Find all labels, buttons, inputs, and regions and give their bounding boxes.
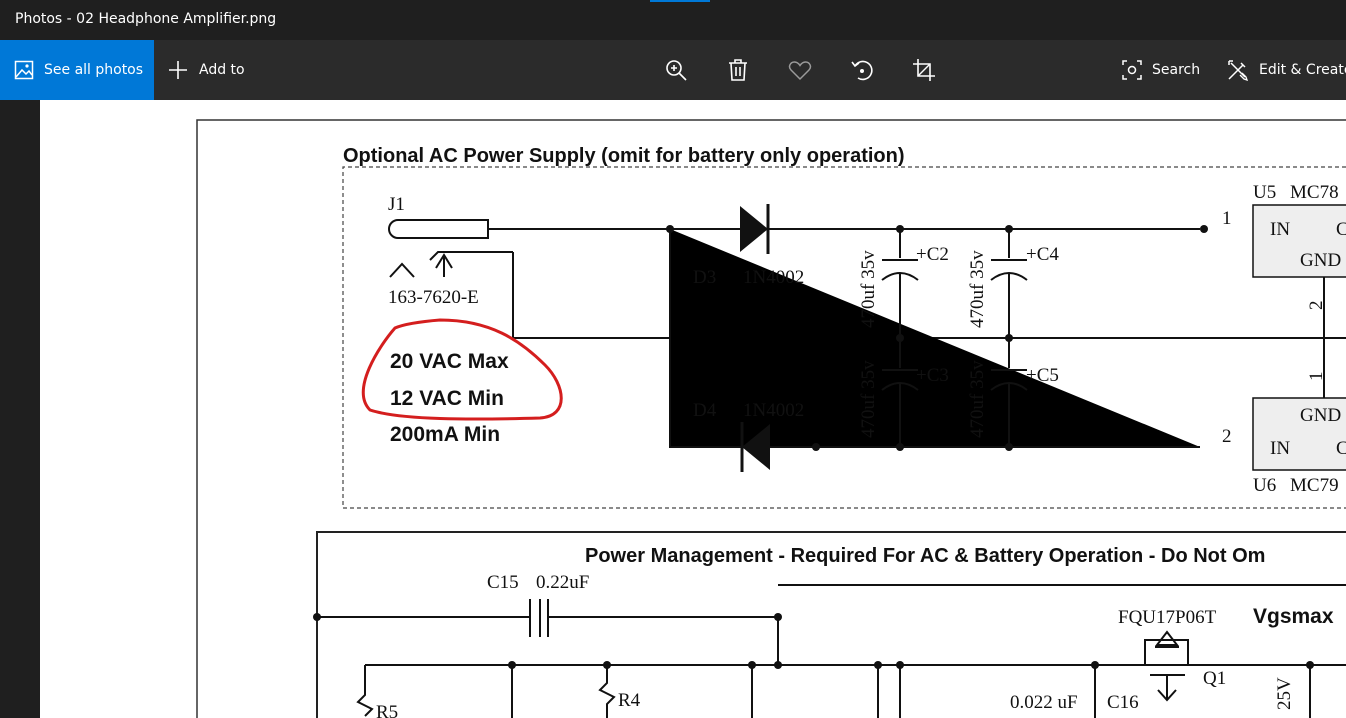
window-title: Photos - 02 Headphone Amplifier.png bbox=[15, 11, 277, 27]
left-margin bbox=[0, 100, 40, 718]
c2-label: +C2 bbox=[916, 244, 949, 265]
delete-button[interactable] bbox=[724, 56, 752, 84]
u6-gnd-label: GND bbox=[1300, 405, 1341, 426]
title-accent-strip bbox=[650, 0, 710, 2]
c5-label: +C5 bbox=[1026, 365, 1059, 386]
c15-label: C15 bbox=[487, 572, 519, 593]
u6-regulator bbox=[1252, 338, 1346, 471]
u6-pin2-label: 2 bbox=[1222, 426, 1232, 447]
add-to-button[interactable]: Add to bbox=[167, 40, 245, 100]
spec-min-label: 12 VAC Min bbox=[390, 387, 504, 410]
rotate-icon bbox=[851, 60, 873, 81]
capacitor-column-1 bbox=[881, 225, 919, 451]
c4-label: +C4 bbox=[1026, 244, 1059, 265]
r4-label: R4 bbox=[618, 690, 641, 711]
see-all-photos-label: See all photos bbox=[44, 62, 144, 78]
crop-button[interactable] bbox=[910, 56, 938, 84]
fqu-label: FQU17P06T bbox=[1118, 607, 1217, 628]
see-all-photos-button[interactable]: See all photos bbox=[0, 40, 154, 100]
u5-in-label: IN bbox=[1270, 219, 1290, 240]
u5-out-label: C bbox=[1336, 219, 1346, 240]
spec-max-label: 20 VAC Max bbox=[390, 350, 509, 373]
vgsmax-label: Vgsmax bbox=[1253, 605, 1334, 628]
u5-gnd-label: GND bbox=[1300, 250, 1341, 271]
search-icon bbox=[1122, 60, 1142, 80]
plus-icon bbox=[169, 61, 187, 79]
mosfet-q1 bbox=[1144, 630, 1189, 702]
u5-gnd-pin-label: 2 bbox=[1306, 301, 1327, 311]
u5-part-label: MC78 bbox=[1290, 182, 1339, 203]
u6-label: U6 bbox=[1253, 475, 1276, 496]
d4-part-label: 1N4002 bbox=[743, 400, 804, 421]
cap-rating-c4: 470uf 35v bbox=[967, 250, 988, 328]
search-label: Search bbox=[1152, 62, 1201, 78]
zoom-button[interactable] bbox=[662, 56, 690, 84]
c15-value-label: 0.22uF bbox=[536, 572, 589, 593]
power-management-title: Power Management - Required For AC & Bat… bbox=[585, 545, 1265, 567]
red-annotation-circle bbox=[361, 318, 563, 421]
crop-icon bbox=[913, 59, 935, 81]
c16-value-label: 0.022 uF bbox=[1010, 692, 1078, 713]
u6-out-label: C bbox=[1336, 438, 1346, 459]
voltage-25v-label: 25V bbox=[1274, 677, 1295, 710]
rotate-button[interactable] bbox=[848, 56, 876, 84]
u5-regulator bbox=[1252, 204, 1346, 338]
c3-label: +C3 bbox=[916, 365, 949, 386]
zoom-icon bbox=[666, 60, 687, 81]
ac-supply-title: Optional AC Power Supply (omit for batte… bbox=[343, 145, 905, 167]
edit-create-button[interactable]: Edit & Create bbox=[1227, 40, 1346, 100]
favorite-button[interactable] bbox=[786, 56, 814, 84]
trash-icon bbox=[729, 59, 747, 81]
d3-label: D3 bbox=[693, 267, 716, 288]
spec-current-label: 200mA Min bbox=[390, 423, 500, 446]
u5-pin1-label: 1 bbox=[1222, 208, 1232, 229]
title-bar: Photos - 02 Headphone Amplifier.png bbox=[0, 0, 1346, 40]
edit-create-label: Edit & Create bbox=[1259, 62, 1346, 78]
photos-icon bbox=[14, 60, 34, 80]
cap-rating-c3: 470uf 35v bbox=[858, 360, 879, 438]
cap-rating-c5: 470uf 35v bbox=[967, 360, 988, 438]
heart-icon bbox=[788, 61, 812, 81]
edit-icon bbox=[1228, 60, 1249, 81]
add-to-label: Add to bbox=[199, 62, 245, 78]
capacitor-column-2 bbox=[990, 225, 1028, 451]
toolbar: See all photos Add to bbox=[0, 40, 1346, 100]
q1-label: Q1 bbox=[1203, 668, 1226, 689]
photo-viewer[interactable]: Optional AC Power Supply (omit for batte… bbox=[40, 100, 1346, 718]
u6-part-label: MC79 bbox=[1290, 475, 1339, 496]
search-button[interactable]: Search bbox=[1122, 40, 1200, 100]
d4-label: D4 bbox=[693, 400, 717, 421]
r5-label: R5 bbox=[376, 702, 398, 718]
d3-part-label: 1N4002 bbox=[743, 267, 804, 288]
schematic-image: Optional AC Power Supply (omit for batte… bbox=[196, 119, 1346, 718]
c16-label: C16 bbox=[1107, 692, 1139, 713]
part-number-label: 163-7620-E bbox=[388, 287, 479, 308]
u5-label: U5 bbox=[1253, 182, 1276, 203]
j1-label: J1 bbox=[388, 194, 405, 215]
u6-gnd-pin-label: 1 bbox=[1306, 372, 1327, 382]
u6-in-label: IN bbox=[1270, 438, 1290, 459]
cap-rating-c2: 470uf 35v bbox=[858, 250, 879, 328]
